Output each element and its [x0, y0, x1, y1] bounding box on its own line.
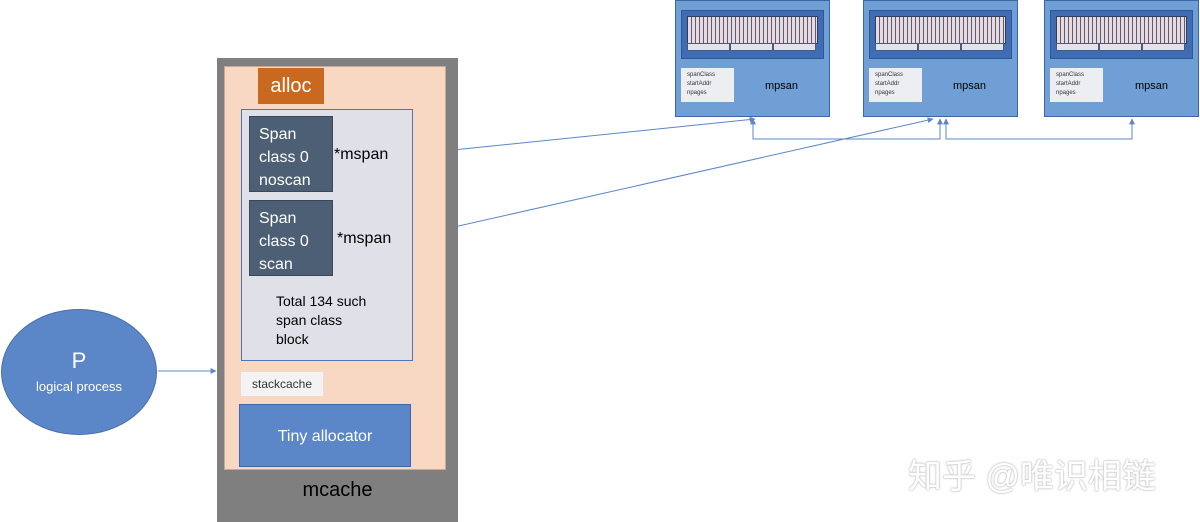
- noscan-pointer-arrow: [413, 116, 756, 155]
- mspan-field: npages: [875, 90, 895, 96]
- span-class-scan-box: Span class 0 scan: [249, 200, 333, 276]
- page-group: [1099, 43, 1142, 51]
- page-group: [961, 43, 1004, 51]
- alloc-box: alloc: [258, 68, 324, 104]
- mspan-pages: [875, 16, 1006, 44]
- mspan-page-strip: [681, 10, 824, 59]
- mspan-page-strip: [869, 10, 1012, 59]
- mspan-page-strip: [1050, 10, 1193, 59]
- mspan-page-groups: [687, 43, 816, 51]
- span-class-line: Span: [259, 210, 297, 227]
- scan-mspan-pointer: *mspan: [337, 230, 392, 247]
- mspan-field: startAddr: [875, 81, 900, 87]
- mspan-field: spanClass: [875, 72, 904, 78]
- mspan-name: mpsan: [765, 80, 799, 92]
- total-span-class-note: Total 134 such span class block: [276, 292, 406, 349]
- stackcache-box: stackcache: [241, 372, 323, 396]
- mspan-struct-3: spanClass startAddr npages mpsan: [1044, 0, 1199, 117]
- mspan-pages: [687, 16, 818, 44]
- mspan-page-groups: [875, 43, 1004, 51]
- page-group: [918, 43, 961, 51]
- mspan-field: startAddr: [1056, 81, 1081, 87]
- page-group: [1056, 43, 1099, 51]
- mspan-link-line: [750, 118, 943, 140]
- span-class-line: scan: [259, 256, 293, 273]
- p-letter: P: [71, 348, 87, 373]
- span-class-noscan-box: Span class 0 noscan: [249, 116, 333, 192]
- note-line: block: [276, 331, 309, 347]
- mspan-struct-2: spanClass startAddr npages mpsan: [863, 0, 1018, 117]
- span-class-line: class 0: [259, 149, 309, 166]
- mspan-fields-box: spanClass startAddr npages: [681, 68, 734, 102]
- mspan-pages: [1056, 16, 1187, 44]
- mcache-label: mcache: [302, 479, 373, 501]
- logical-process-node: P logical process: [1, 309, 157, 435]
- note-line: Total 134 such: [276, 293, 367, 309]
- mspan-field: spanClass: [687, 72, 716, 78]
- mspan-fields-box: spanClass startAddr npages: [1050, 68, 1103, 102]
- page-group: [1142, 43, 1185, 51]
- page-group: [730, 43, 773, 51]
- mspan-name: mpsan: [1135, 80, 1169, 92]
- watermark-text: 知乎 @唯识相链: [908, 458, 1156, 496]
- mspan-name: mpsan: [953, 80, 987, 92]
- mspan-page-groups: [1056, 43, 1185, 51]
- page-group: [875, 43, 918, 51]
- page-group: [773, 43, 816, 51]
- mspan-struct-1: spanClass startAddr npages mpsan: [675, 0, 830, 117]
- scan-pointer-arrow: [413, 117, 934, 237]
- mspan-field: npages: [1056, 90, 1076, 96]
- mspan-fields-box: spanClass startAddr npages: [869, 68, 922, 102]
- span-class-line: Span: [259, 126, 297, 143]
- mspan-field: startAddr: [687, 81, 712, 87]
- mspan-field: npages: [687, 90, 707, 96]
- mspan-link-line: [943, 118, 1135, 140]
- page-group: [687, 43, 730, 51]
- p-subtitle: logical process: [36, 379, 122, 394]
- span-class-line: noscan: [259, 172, 311, 189]
- mspan-field: spanClass: [1056, 72, 1085, 78]
- note-line: span class: [276, 312, 343, 328]
- tiny-allocator-box: Tiny allocator: [239, 404, 411, 467]
- span-class-line: class 0: [259, 233, 309, 250]
- noscan-mspan-pointer: *mspan: [334, 146, 389, 163]
